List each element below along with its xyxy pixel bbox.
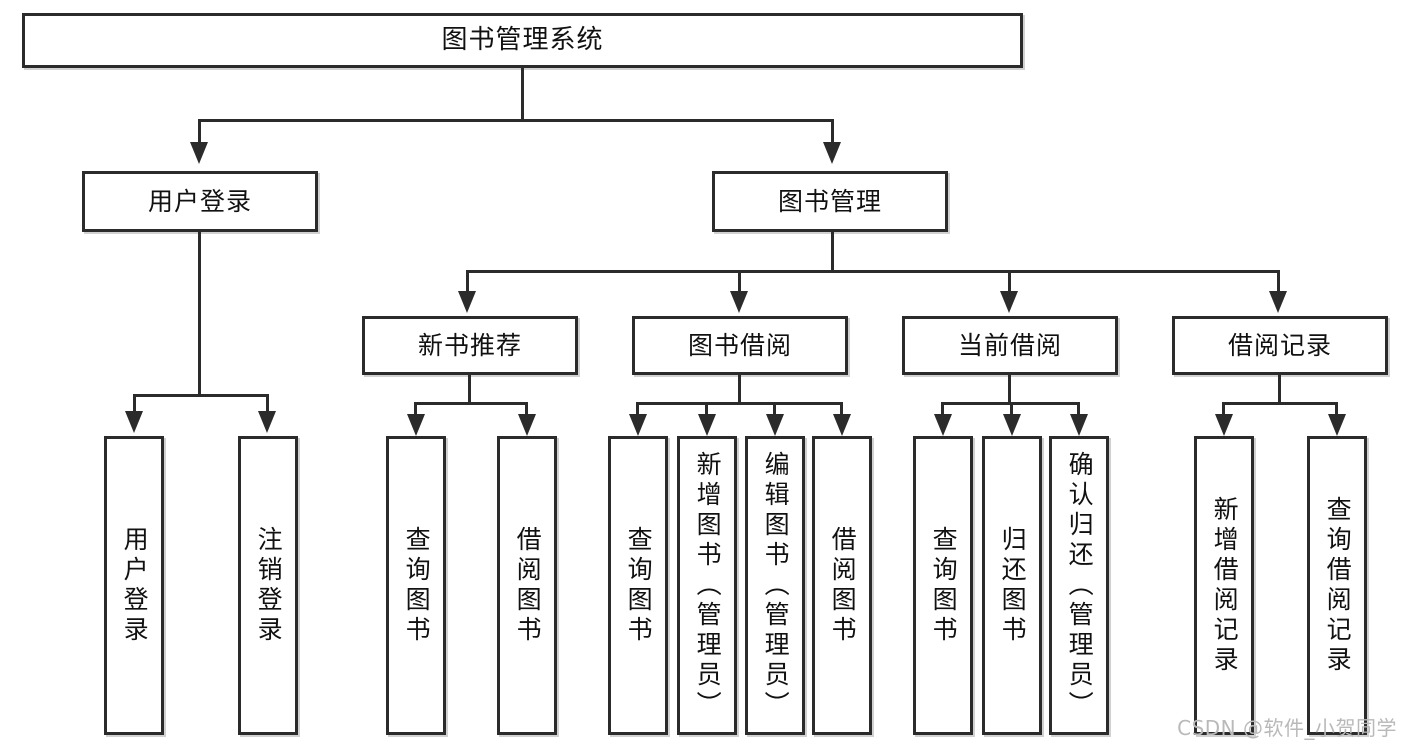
leaf-label: 确认归还（管理员） xyxy=(1065,450,1095,721)
node-new-book-recommend[interactable]: 新书推荐 xyxy=(362,316,578,375)
watermark-text: CSDN @软件_小贺同学 xyxy=(1177,716,1397,740)
leaf-label: 新增图书（管理员） xyxy=(693,450,723,721)
arrowhead-leaf-bb-3 xyxy=(766,414,784,436)
leaf-bb-query-books[interactable]: 查询图书 xyxy=(608,436,668,735)
connector-bb-child-4 xyxy=(840,402,843,416)
connector-br-child-1 xyxy=(1222,402,1225,416)
connector-cb-child-2 xyxy=(1010,402,1013,416)
arrowhead-leaf-br-1 xyxy=(1215,414,1233,436)
arrowhead-book-borrow xyxy=(730,291,748,313)
connector-root-stem xyxy=(521,68,524,121)
connector-to-new-book-recommend xyxy=(466,270,469,293)
arrowhead-leaf-cb-3 xyxy=(1070,414,1088,436)
leaf-cb-confirm-return-admin[interactable]: 确认归还（管理员） xyxy=(1049,436,1109,735)
node-label: 图书借阅 xyxy=(687,330,792,360)
connector-user-login-child-1 xyxy=(133,394,136,413)
leaf-label: 编辑图书（管理员） xyxy=(761,450,791,721)
connector-new-book-recommend-bus xyxy=(414,402,528,405)
connector-borrow-record-stem xyxy=(1278,375,1281,404)
arrowhead-leaf-bb-4 xyxy=(833,414,851,436)
arrowhead-new-book-recommend xyxy=(458,291,476,313)
arrowhead-book-management xyxy=(823,142,841,164)
leaf-bb-edit-book-admin[interactable]: 编辑图书（管理员） xyxy=(745,436,805,735)
node-label: 新书推荐 xyxy=(417,330,522,360)
arrowhead-leaf-br-2 xyxy=(1328,414,1346,436)
connector-bb-child-1 xyxy=(636,402,639,416)
arrowhead-leaf-bb-1 xyxy=(629,414,647,436)
leaf-br-query-record[interactable]: 查询借阅记录 xyxy=(1307,436,1367,735)
arrowhead-leaf-nbr-1 xyxy=(407,414,425,436)
leaf-label: 查询图书 xyxy=(929,525,959,646)
arrowhead-leaf-cb-2 xyxy=(1003,414,1021,436)
node-label: 用户登录 xyxy=(147,186,252,216)
leaf-label: 注销登录 xyxy=(254,525,284,646)
node-user-login[interactable]: 用户登录 xyxy=(82,171,318,232)
leaf-nbr-query-books[interactable]: 查询图书 xyxy=(386,436,446,735)
leaf-logout[interactable]: 注销登录 xyxy=(238,436,298,735)
leaf-user-login[interactable]: 用户登录 xyxy=(104,436,164,735)
connector-book-borrow-stem xyxy=(738,375,741,404)
leaf-label: 新增借阅记录 xyxy=(1210,495,1240,676)
node-current-borrow[interactable]: 当前借阅 xyxy=(902,316,1118,375)
leaf-nbr-borrow-books[interactable]: 借阅图书 xyxy=(497,436,557,735)
arrowhead-leaf-nbr-2 xyxy=(518,414,536,436)
arrowhead-current-borrow xyxy=(1000,291,1018,313)
node-label: 当前借阅 xyxy=(957,330,1062,360)
connector-nbr-child-1 xyxy=(414,402,417,416)
leaf-label: 查询图书 xyxy=(402,525,432,646)
connector-bb-child-2 xyxy=(705,402,708,416)
connector-root-to-user-login xyxy=(198,119,201,144)
leaf-cb-query-books[interactable]: 查询图书 xyxy=(913,436,973,735)
arrowhead-user-login xyxy=(190,142,208,164)
leaf-label: 查询图书 xyxy=(624,525,654,646)
connector-book-management-stem xyxy=(831,232,834,272)
node-label: 图书管理 xyxy=(777,186,882,216)
arrowhead-borrow-record xyxy=(1269,291,1287,313)
connector-cb-child-3 xyxy=(1077,402,1080,416)
connector-user-login-stem xyxy=(198,232,201,396)
arrowhead-leaf-cb-1 xyxy=(934,414,952,436)
leaf-bb-borrow-books[interactable]: 借阅图书 xyxy=(812,436,872,735)
connector-nbr-child-2 xyxy=(525,402,528,416)
connector-cb-child-1 xyxy=(941,402,944,416)
node-root-book-management-system[interactable]: 图书管理系统 xyxy=(22,13,1023,68)
connector-to-borrow-record xyxy=(1277,270,1280,293)
leaf-bb-add-book-admin[interactable]: 新增图书（管理员） xyxy=(677,436,737,735)
node-label: 图书管理系统 xyxy=(441,25,604,56)
arrowhead-leaf-bb-2 xyxy=(698,414,716,436)
leaf-label: 用户登录 xyxy=(120,525,150,646)
node-book-borrow[interactable]: 图书借阅 xyxy=(632,316,848,375)
connector-br-child-2 xyxy=(1335,402,1338,416)
connector-new-book-recommend-stem xyxy=(468,375,471,404)
connector-current-borrow-stem xyxy=(1008,375,1011,404)
arrowhead-leaf-user-login-1 xyxy=(125,411,143,433)
connector-level3-bus xyxy=(466,270,1280,273)
node-book-management[interactable]: 图书管理 xyxy=(712,171,948,232)
leaf-br-add-record[interactable]: 新增借阅记录 xyxy=(1194,436,1254,735)
connector-bb-child-3 xyxy=(773,402,776,416)
node-borrow-record[interactable]: 借阅记录 xyxy=(1172,316,1388,375)
connector-root-bus xyxy=(198,119,834,122)
connector-to-current-borrow xyxy=(1008,270,1011,293)
leaf-label: 借阅图书 xyxy=(513,525,543,646)
connector-user-login-bus xyxy=(133,394,269,397)
leaf-label: 归还图书 xyxy=(998,525,1028,646)
leaf-label: 查询借阅记录 xyxy=(1323,495,1353,676)
arrowhead-leaf-user-login-2 xyxy=(258,411,276,433)
node-label: 借阅记录 xyxy=(1227,330,1332,360)
connector-borrow-record-bus xyxy=(1222,402,1338,405)
connector-root-to-book-management xyxy=(831,119,834,144)
connector-user-login-child-2 xyxy=(266,394,269,413)
connector-book-borrow-bus xyxy=(636,402,842,405)
leaf-label: 借阅图书 xyxy=(828,525,858,646)
leaf-cb-return-books[interactable]: 归还图书 xyxy=(982,436,1042,735)
connector-to-book-borrow xyxy=(738,270,741,293)
